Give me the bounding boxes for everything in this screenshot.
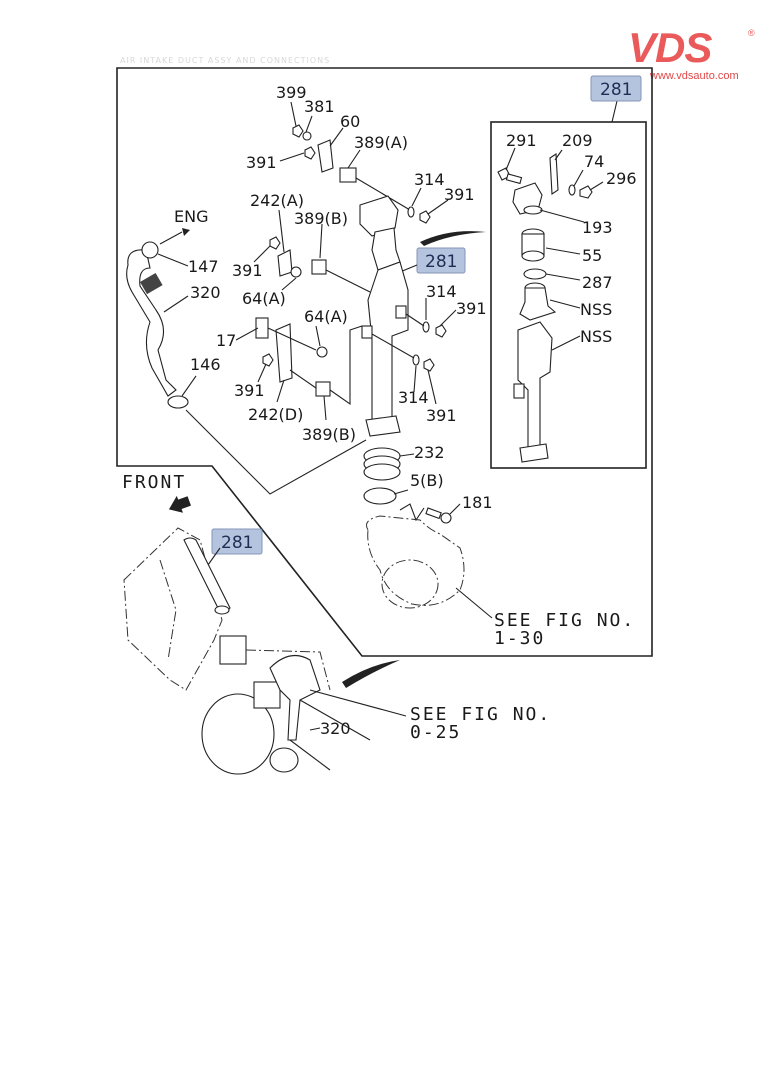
inset-nss-adapter [519, 282, 557, 321]
label-74: 74 [584, 152, 604, 171]
label-296: 296 [606, 169, 637, 188]
clamp-147 [141, 241, 159, 259]
inset-callout-badge[interactable]: 281 [590, 75, 642, 102]
inset-badge-text: 281 [600, 80, 632, 100]
inset-bracket-209 [549, 153, 559, 195]
label-391-low-right: 391 [426, 406, 457, 425]
hose-connector-line [185, 409, 367, 495]
main-frame [116, 67, 653, 657]
bracket-242a [277, 249, 293, 277]
label-320: 320 [190, 283, 221, 302]
label-291: 291 [506, 131, 537, 150]
inset-frame [490, 121, 647, 469]
label-314-top: 314 [414, 170, 445, 189]
bracket-60 [317, 139, 334, 173]
ref-fig-1-30-line2: 1-30 [494, 628, 545, 649]
inset-elbow-193 [512, 182, 543, 215]
clamp-5b [363, 487, 397, 505]
label-eng: ENG [174, 207, 208, 226]
washer-314-mid [422, 321, 430, 333]
bracket-242d [275, 323, 293, 383]
label-389a: 389(A) [354, 133, 408, 152]
inset-ring-287 [523, 268, 547, 280]
inset-washer-74 [568, 184, 576, 196]
label-181: 181 [462, 493, 493, 512]
label-front: FRONT [122, 472, 186, 493]
logo-brand-text: VDS [628, 24, 712, 71]
nut-391-mid [269, 236, 281, 250]
label-391-mid: 391 [232, 261, 263, 280]
inset-nss-duct [513, 321, 553, 463]
inset-nut-296 [579, 185, 593, 199]
faint-page-title: AIR INTAKE DUCT ASSY AND CONNECTIONS [120, 56, 331, 65]
hose-320 [126, 249, 177, 397]
label-242d: 242(D) [248, 405, 303, 424]
ref-fig-1-30-line1: SEE FIG NO. [494, 610, 635, 631]
vehicle-cab-view [123, 527, 407, 775]
vehicle-badge-text: 281 [221, 533, 253, 553]
air-cleaner [366, 515, 465, 609]
label-320-vehicle: 320 [320, 719, 351, 738]
ref-fig-0-25-line2: 0-25 [410, 722, 461, 743]
label-391-top-right: 391 [444, 185, 475, 204]
label-193: 193 [582, 218, 613, 237]
washer-381 [302, 131, 312, 141]
label-55: 55 [582, 246, 602, 265]
detail-arrow [420, 231, 486, 246]
washer-314-top [407, 206, 415, 218]
label-147: 147 [188, 257, 219, 276]
label-232: 232 [414, 443, 445, 462]
washer-314-low [412, 354, 420, 366]
vehicle-callout-badge[interactable]: 281 [211, 528, 263, 555]
label-242a: 242(A) [250, 191, 304, 210]
nut-391-top-right [419, 210, 431, 224]
nut-391-top [304, 146, 316, 160]
label-381: 381 [304, 97, 335, 116]
label-209: 209 [562, 131, 593, 150]
mount-389a [339, 167, 357, 183]
label-60: 60 [340, 112, 360, 131]
registered-mark: ® [748, 28, 755, 38]
mount-389b-bottom [315, 381, 331, 397]
vds-watermark-logo: VDS ® www.vdsauto.com [628, 24, 758, 83]
label-287: 287 [582, 273, 613, 292]
label-399: 399 [276, 83, 307, 102]
label-nss-duct: NSS [580, 327, 612, 346]
bellows-232 [363, 447, 401, 481]
nut-399 [292, 124, 304, 138]
vehicle-badge-leader [207, 547, 221, 566]
label-391-top: 391 [246, 153, 277, 172]
vehicle-detail-arrow [342, 660, 400, 688]
bolt-181 [425, 507, 452, 524]
label-391-low-left: 391 [234, 381, 265, 400]
logo-url-text: www.vdsauto.com [650, 70, 739, 82]
mount-389b-top [311, 259, 327, 275]
label-314-mid: 314 [426, 282, 457, 301]
label-391-mid-right: 391 [456, 299, 487, 318]
nut-391-low-right [423, 358, 435, 372]
main-callout-badge[interactable]: 281 [416, 247, 466, 274]
bolt-64a-bottom [316, 346, 328, 358]
label-146: 146 [190, 355, 221, 374]
label-64a-bottom: 64(A) [304, 307, 348, 326]
clamp-146 [167, 395, 189, 409]
front-arrow-icon [168, 495, 191, 513]
inset-bolt-291 [497, 167, 523, 185]
nut-391-low-left [262, 353, 274, 367]
label-64a-top: 64(A) [242, 289, 286, 308]
bolt-64a-top [290, 266, 302, 278]
main-badge-text: 281 [425, 252, 457, 272]
label-5b: 5(B) [410, 471, 444, 490]
ref-fig-0-25-line1: SEE FIG NO. [410, 704, 551, 725]
nut-391-mid-right [435, 324, 447, 338]
label-314-low: 314 [398, 388, 429, 407]
inset-leader [611, 100, 618, 123]
eng-arrow [159, 231, 183, 245]
label-nss-adapter: NSS [580, 300, 612, 319]
inset-coupler-55 [521, 228, 545, 262]
label-17: 17 [216, 331, 236, 350]
label-389b-bottom: 389(B) [302, 425, 356, 444]
label-389b-top: 389(B) [294, 209, 348, 228]
